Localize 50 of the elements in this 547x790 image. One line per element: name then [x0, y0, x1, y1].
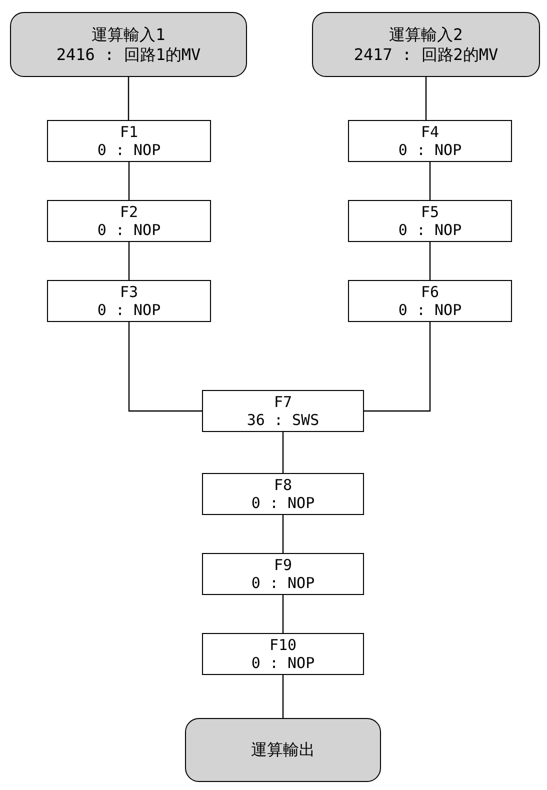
- connector-line: [282, 515, 284, 553]
- box-value: 0 : NOP: [97, 301, 161, 319]
- box-title: F9: [274, 556, 292, 574]
- function-box: [348, 280, 512, 322]
- connector-line: [128, 162, 130, 200]
- function-box: [202, 553, 364, 595]
- box-title: F4: [420, 123, 440, 141]
- terminal-box: [312, 12, 540, 77]
- function-box: [47, 120, 211, 162]
- box-value: 0 : NOP: [97, 221, 161, 239]
- connector-line: [429, 162, 431, 200]
- function-box: [348, 120, 512, 162]
- connector-line: [128, 242, 130, 280]
- connector-line: [429, 242, 431, 280]
- terminal-box: [185, 718, 381, 782]
- function-box: [202, 473, 364, 515]
- box-title: F10: [269, 636, 297, 654]
- box-title: 運算輸入2: [389, 24, 463, 44]
- function-box: [202, 390, 364, 432]
- box-title: F6: [420, 283, 440, 301]
- box-title: F8: [274, 476, 292, 494]
- box-title: F5: [420, 203, 440, 221]
- box-title: F2: [120, 203, 138, 221]
- box-value: 0 : NOP: [398, 141, 462, 159]
- box-value: 36 : SWS: [246, 411, 320, 429]
- connector-line: [282, 595, 284, 633]
- connector-line: [282, 432, 284, 473]
- box-title: F1: [120, 123, 138, 141]
- box-value: 0 : NOP: [398, 301, 462, 319]
- connector-line: [282, 675, 284, 718]
- box-value: 0 : NOP: [398, 221, 462, 239]
- connector-line: [425, 77, 427, 120]
- function-box: [47, 200, 211, 242]
- connector-line: [364, 322, 431, 412]
- box-value: 0 : NOP: [97, 141, 161, 159]
- box-value: 0 : NOP: [251, 654, 315, 672]
- connector-line: [128, 77, 130, 120]
- terminal-box: [10, 12, 247, 77]
- function-box: [202, 633, 364, 675]
- box-value: 0 : NOP: [251, 574, 315, 592]
- box-value: 2416 : 回路1的MV: [56, 44, 201, 64]
- box-title: F7: [274, 393, 292, 411]
- box-title: 運算輸入1: [92, 24, 166, 44]
- box-value: 0 : NOP: [251, 494, 315, 512]
- function-box: [47, 280, 211, 322]
- box-title: 運算輸出: [251, 740, 315, 760]
- box-value: 2417 : 回路2的MV: [354, 44, 498, 64]
- function-box: [348, 200, 512, 242]
- connector-line: [128, 322, 202, 412]
- box-title: F3: [120, 283, 138, 301]
